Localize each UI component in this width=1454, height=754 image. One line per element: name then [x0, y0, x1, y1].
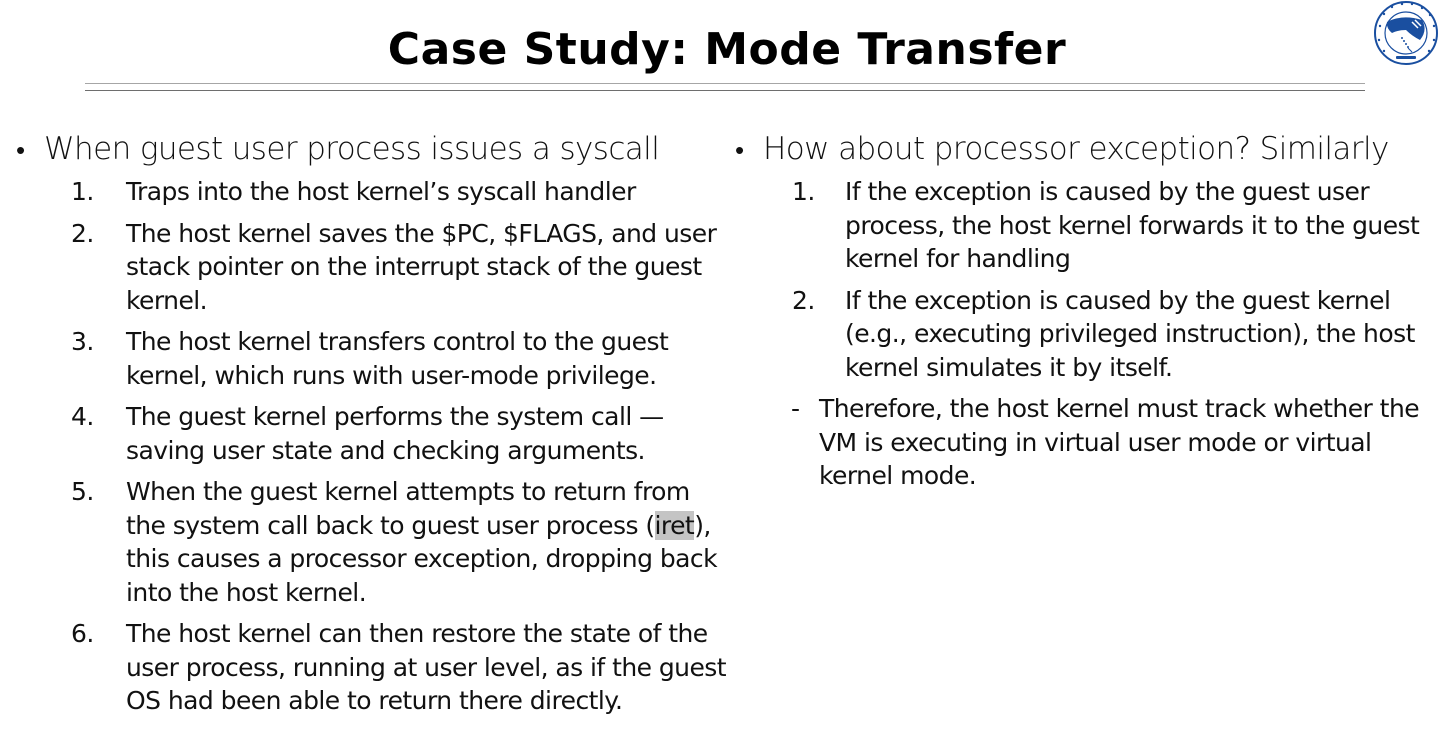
highlighted-term: iret	[654, 510, 695, 540]
right-bullet: • How about processor exception? Similar…	[735, 127, 1447, 173]
list-text-before: When the guest kernel attempts to return…	[126, 477, 690, 540]
list-item: 3. The host kernel transfers control to …	[16, 325, 728, 392]
list-text: If the exception is caused by the guest …	[845, 177, 1420, 273]
list-item: 6. The host kernel can then restore the …	[16, 617, 728, 718]
list-text: When the guest kernel attempts to return…	[126, 475, 728, 609]
list-item: 1. If the exception is caused by the gue…	[735, 175, 1447, 276]
list-item: 1. Traps into the host kernel’s syscall …	[16, 175, 728, 209]
list-item: 5. When the guest kernel attempts to ret…	[16, 475, 728, 609]
list-text: The guest kernel performs the system cal…	[126, 402, 664, 465]
title-rule-top	[85, 83, 1365, 84]
left-numbered-list: 1. Traps into the host kernel’s syscall …	[16, 175, 728, 718]
list-number: 2.	[792, 285, 815, 315]
list-text: Traps into the host kernel’s syscall han…	[126, 177, 636, 206]
list-number: 1.	[71, 177, 94, 206]
university-seal-icon	[1372, 0, 1440, 66]
bullet-dot-icon: •	[735, 136, 744, 166]
list-item: 4. The guest kernel performs the system …	[16, 400, 728, 467]
list-text-after: ), this causes a processor exception, dr…	[126, 510, 718, 607]
list-number: 3.	[71, 327, 94, 356]
list-text: The host kernel can then restore the sta…	[126, 619, 727, 715]
list-number: 1.	[792, 177, 815, 206]
right-numbered-list: 1. If the exception is caused by the gue…	[735, 175, 1447, 384]
left-bullet-text: When guest user process issues a syscall	[44, 131, 660, 167]
list-item: 2. The host kernel saves the $PC, $FLAGS…	[16, 217, 728, 318]
title-rule-bottom	[85, 90, 1365, 91]
list-number: 6.	[71, 619, 94, 648]
list-number: 2.	[71, 218, 94, 248]
dash-item: - Therefore, the host kernel must track …	[735, 392, 1447, 493]
list-number: 4.	[71, 402, 94, 431]
list-text: The host kernel transfers control to the…	[126, 327, 669, 390]
right-column: • How about processor exception? Similar…	[735, 127, 1447, 493]
right-bullet-text: How about processor exception? Similarly	[763, 131, 1389, 167]
left-column: • When guest user process issues a sysca…	[16, 127, 728, 726]
dash-text: Therefore, the host kernel must track wh…	[819, 394, 1420, 490]
list-item: 2. If the exception is caused by the gue…	[735, 284, 1447, 385]
list-number: 5.	[71, 477, 94, 506]
list-text: If the exception is caused by the guest …	[845, 285, 1415, 382]
slide-title: Case Study: Mode Transfer	[387, 24, 1067, 75]
dash-marker: -	[791, 394, 800, 423]
left-bullet: • When guest user process issues a sysca…	[16, 127, 728, 173]
bullet-dot-icon: •	[16, 136, 25, 166]
list-text: The host kernel saves the $PC, $FLAGS, a…	[126, 218, 717, 315]
